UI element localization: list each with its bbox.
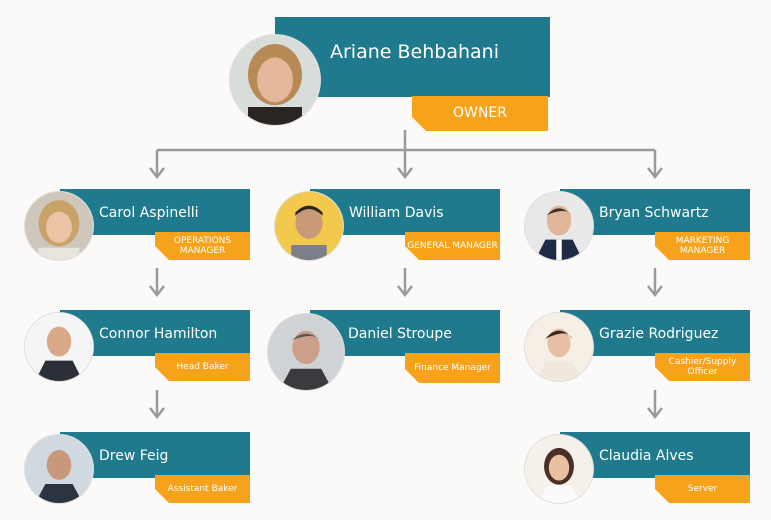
- avatar: [25, 313, 93, 381]
- manager-role-badge: GENERAL MANAGER: [405, 232, 500, 260]
- staff-name: Grazie Rodriguez: [599, 326, 719, 342]
- staff-card-connor[interactable]: Connor Hamilton Head Baker: [25, 310, 250, 385]
- avatar: [275, 192, 343, 260]
- avatar: [525, 313, 593, 381]
- owner-name: Ariane Behbahani: [330, 41, 499, 63]
- manager-card-carol[interactable]: Carol Aspinelli OPERATIONS MANAGER: [25, 189, 250, 264]
- manager-card-bryan[interactable]: Bryan Schwartz MARKETING MANAGER: [525, 189, 750, 264]
- manager-name: William Davis: [349, 205, 444, 221]
- staff-role-badge: Server: [655, 475, 750, 503]
- avatar: [525, 435, 593, 503]
- owner-card[interactable]: Ariane Behbahani OWNER: [230, 17, 550, 123]
- staff-role-badge: Cashier/Supply Officer: [655, 353, 750, 381]
- manager-name: Bryan Schwartz: [599, 205, 709, 221]
- manager-role-badge: MARKETING MANAGER: [655, 232, 750, 260]
- staff-card-daniel[interactable]: Daniel Stroupe Finance Manager: [268, 310, 500, 390]
- staff-name: Drew Feig: [99, 448, 169, 464]
- manager-name: Carol Aspinelli: [99, 205, 199, 221]
- staff-role-badge: Head Baker: [155, 353, 250, 381]
- avatar: [230, 35, 320, 125]
- staff-card-claudia[interactable]: Claudia Alves Server: [525, 432, 750, 507]
- staff-card-drew[interactable]: Drew Feig Assistant Baker: [25, 432, 250, 507]
- manager-card-william[interactable]: William Davis GENERAL MANAGER: [275, 189, 500, 264]
- staff-name: Daniel Stroupe: [348, 326, 452, 342]
- avatar: [25, 192, 93, 260]
- staff-name: Connor Hamilton: [99, 326, 218, 342]
- staff-name: Claudia Alves: [599, 448, 694, 464]
- avatar: [25, 435, 93, 503]
- name-bar: [275, 17, 550, 97]
- avatar: [268, 314, 344, 390]
- staff-role-badge: Assistant Baker: [155, 475, 250, 503]
- avatar: [525, 192, 593, 260]
- staff-card-grazie[interactable]: Grazie Rodriguez Cashier/Supply Officer: [525, 310, 750, 385]
- owner-role-badge: OWNER: [412, 96, 548, 131]
- manager-role-badge: OPERATIONS MANAGER: [155, 232, 250, 260]
- staff-role-badge: Finance Manager: [405, 353, 500, 383]
